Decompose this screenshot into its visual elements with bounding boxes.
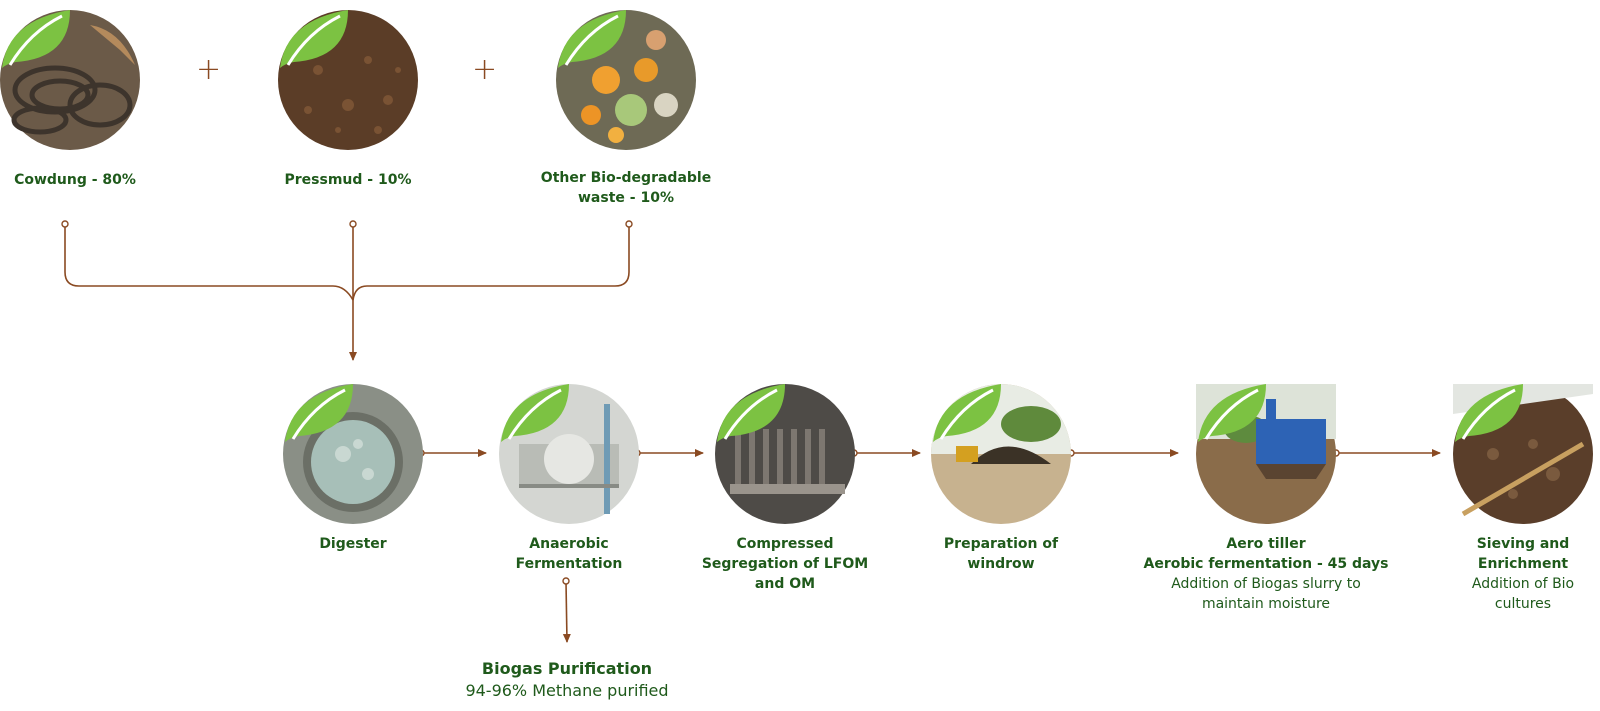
connector-dot (625, 220, 633, 228)
connector-dot (349, 220, 357, 228)
digester-label: Digester (319, 536, 387, 552)
bio-waste-label: Other Bio-degradable waste - 10% (540, 170, 712, 206)
cowdung-photo (0, 10, 140, 150)
cowdung-label: Cowdung - 80% (14, 172, 136, 188)
compressed-segregation-label: Compressed Segregation of LFOM and OM (701, 536, 869, 592)
plus-sign: + (472, 52, 498, 87)
connector-dot (61, 220, 69, 228)
anaerobic-fermentation-photo (499, 384, 639, 524)
biogas-purification-label: Biogas Purification 94-96% Methane purif… (465, 659, 669, 700)
sieving-enrichment-photo (1453, 384, 1593, 524)
plus-sign: + (196, 52, 222, 87)
pressmud-label: Pressmud - 10% (284, 172, 412, 188)
compressed-segregation-photo (715, 384, 855, 524)
windrow-photo (931, 384, 1071, 524)
merge-line-bio-waste (352, 222, 630, 301)
sieving-enrichment-label: Sieving and Enrichment Addition of Bio c… (1471, 536, 1575, 612)
connector-dot (562, 577, 570, 585)
aero-tiller-label: Aero tiller Aerobic fermentation - 45 da… (1143, 536, 1389, 612)
anaerobic-fermentation-label: Anaerobic Fermentation (515, 536, 623, 572)
aero-tiller-photo (1196, 384, 1336, 524)
windrow-label: Preparation of windrow (943, 536, 1059, 572)
pressmud-photo (278, 10, 418, 150)
arrow-anaerobic-to-purification (562, 581, 571, 643)
digester-photo (283, 384, 423, 524)
bio-waste-photo (556, 10, 696, 150)
merge-line-cowdung (64, 222, 354, 301)
